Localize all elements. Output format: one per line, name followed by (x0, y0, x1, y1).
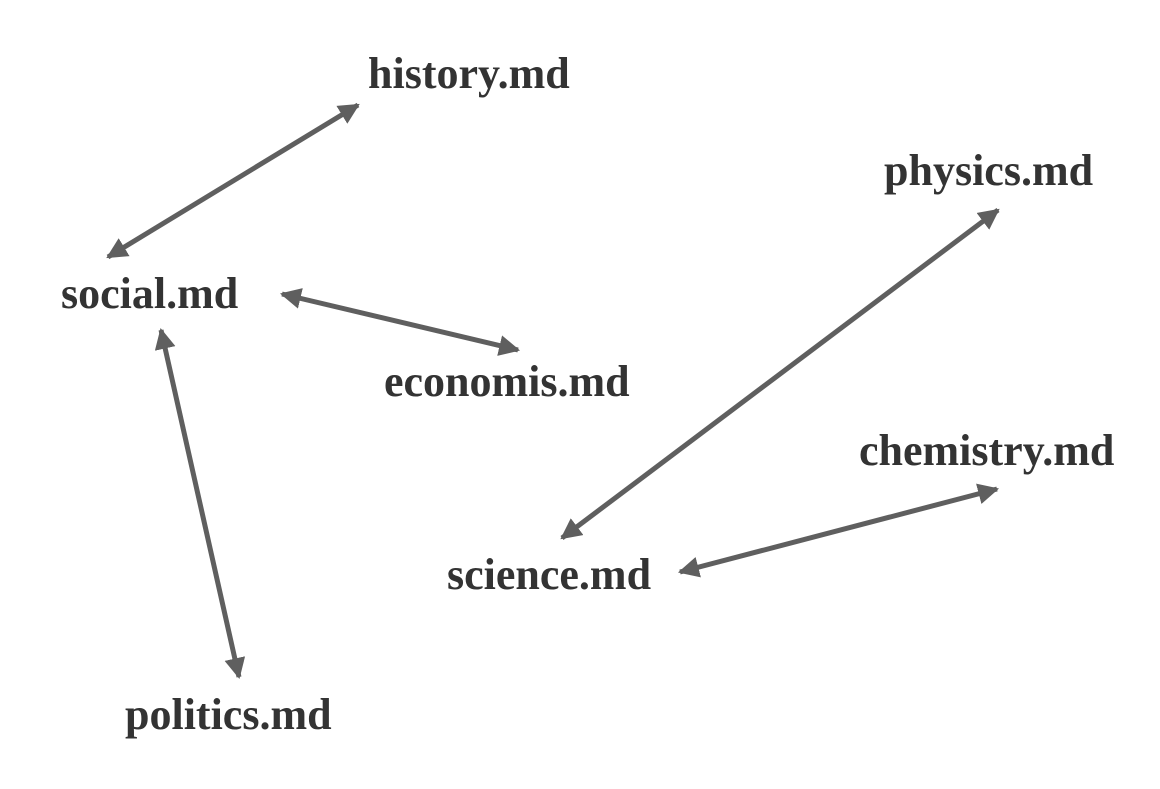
node-chemistry[interactable]: chemistry.md (859, 426, 1114, 475)
node-science[interactable]: science.md (447, 550, 651, 599)
node-politics[interactable]: politics.md (125, 690, 332, 739)
node-history[interactable]: history.md (368, 49, 570, 98)
edge-social-politics (154, 327, 246, 680)
node-social[interactable]: social.md (61, 269, 238, 318)
edge-science-chemistry (677, 483, 1000, 578)
node-layer: history.md social.md economis.md politic… (61, 49, 1114, 739)
edge-science-physics (560, 208, 1000, 540)
node-physics[interactable]: physics.md (884, 146, 1093, 195)
edge-social-history (106, 102, 360, 260)
edge-social-economis (279, 288, 521, 356)
node-economis[interactable]: economis.md (384, 357, 630, 406)
edge-layer (106, 102, 1000, 680)
